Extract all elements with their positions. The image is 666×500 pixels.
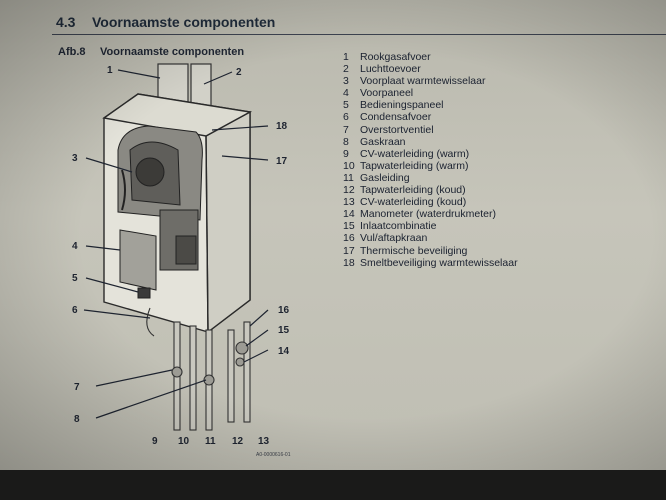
callout-4: 4 [72, 241, 78, 252]
callout-numbers: 1 2 3 4 5 6 7 8 9 10 11 12 13 14 15 16 1… [72, 65, 291, 458]
callout-8: 8 [74, 414, 80, 425]
callout-14: 14 [278, 346, 290, 357]
callout-17: 17 [276, 156, 288, 167]
inner-components [117, 125, 203, 299]
callout-15: 15 [278, 325, 290, 336]
callout-13: 13 [258, 436, 270, 447]
callout-11: 11 [205, 436, 216, 447]
callout-6: 6 [72, 305, 78, 316]
callout-2: 2 [236, 67, 242, 78]
callout-12: 12 [232, 436, 244, 447]
boiler-diagram: 1 2 3 4 5 6 7 8 9 10 11 12 13 14 15 16 1… [72, 63, 291, 458]
section-rule [52, 34, 666, 35]
callout-10: 10 [178, 436, 190, 447]
callout-5: 5 [72, 273, 78, 284]
callout-9: 9 [152, 436, 158, 447]
screen-bezel [0, 470, 666, 500]
section-title: Voornaamste componenten [92, 14, 276, 30]
figure-title: Voornaamste componenten [100, 46, 245, 58]
callout-3: 3 [72, 153, 78, 164]
callout-1: 1 [107, 65, 113, 76]
callout-16: 16 [278, 305, 290, 316]
callout-18: 18 [276, 121, 288, 132]
section-number: 4.3 [56, 14, 76, 30]
manual-page: 4.3 Voornaamste componenten Afb.8 Voorna… [0, 0, 666, 470]
callout-7: 7 [74, 382, 80, 393]
leader-lines [83, 69, 269, 419]
figure-label: Afb.8 [58, 46, 86, 58]
figure-code: A0-0000616-01 [256, 452, 291, 458]
